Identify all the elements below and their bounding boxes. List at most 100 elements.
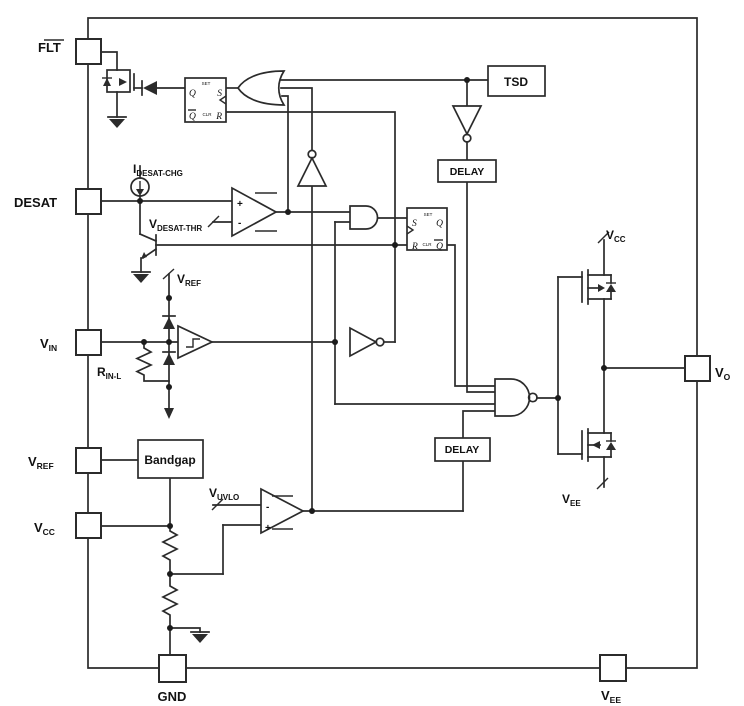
pin-vcc (75, 512, 102, 539)
bandgap-label: Bandgap (144, 453, 195, 467)
label-rinl: RIN-L (97, 365, 121, 381)
junction-dot (141, 339, 147, 345)
latch2-set-label: SET (424, 212, 433, 217)
package-pins (75, 38, 711, 683)
body-diode-icon (606, 442, 616, 450)
vin-clamps (162, 268, 176, 419)
body-diode-icon (606, 284, 616, 292)
fault-mosfet (102, 69, 135, 128)
ground-icon (109, 119, 125, 128)
desat-current-source (130, 177, 150, 197)
delay-top-label: DELAY (450, 166, 485, 178)
gate-diode (141, 80, 157, 96)
vcc-switch-icon (597, 231, 610, 244)
pin-label-vo: VO (715, 365, 731, 382)
latch2-clr-label: CLR (422, 242, 432, 247)
latch2-s-label: S (412, 219, 417, 229)
junction-dot (137, 198, 143, 204)
resistor-divider-bottom (161, 573, 179, 629)
comparator-body (260, 487, 305, 535)
wire (280, 87, 313, 151)
latch1-r-label: R (215, 112, 222, 122)
latch2-r-label: R (411, 242, 418, 252)
uvlo-inverter (296, 149, 328, 187)
mosfet-arrow-icon (598, 284, 605, 292)
wire (462, 410, 496, 439)
uvlo-comp-plus: + (265, 523, 271, 534)
input-schmitt-buffer (177, 324, 214, 360)
nand-bubble-icon (527, 392, 538, 403)
pin-label-vin: VIN (40, 336, 57, 353)
pin-flt (75, 38, 102, 65)
pin-label-vcc: VCC (34, 520, 55, 537)
pin-desat (75, 188, 102, 215)
pin-vee (599, 654, 627, 682)
delay-block-top (437, 159, 497, 183)
comparator-body (231, 186, 278, 238)
threshold-switch-icon (207, 215, 220, 228)
and-gate (349, 205, 379, 230)
delay-block-bottom (434, 437, 491, 462)
tsd-label: TSD (504, 75, 528, 89)
pin-label-gnd: GND (158, 689, 187, 704)
mosfet-arrow-icon (119, 78, 127, 86)
mosfet-arrow-icon (592, 441, 600, 449)
blanking-bjt (131, 234, 157, 283)
current-arrow-icon (136, 189, 144, 196)
delay-bottom-label: DELAY (445, 444, 480, 456)
latch2-body (406, 207, 448, 251)
latch1-set-label: SET (202, 81, 211, 86)
inverter-down (451, 105, 483, 136)
inverter-bubble-icon (375, 337, 385, 347)
schmitt-body (177, 324, 214, 360)
nand-body (494, 378, 531, 417)
ground-icon (192, 634, 208, 643)
vref-switch-icon (162, 268, 175, 280)
junction-dot (166, 295, 172, 301)
output-nand (494, 378, 538, 417)
junction-dot (464, 77, 470, 83)
negative-rail-arrow-icon (164, 408, 174, 419)
uvlo-comparator (211, 487, 305, 535)
latch2-clock-icon (406, 225, 415, 235)
junction-dot (392, 242, 398, 248)
junction-dots (137, 77, 607, 631)
desat-comp-plus: + (237, 199, 243, 210)
wire-delay-to-nand (466, 181, 496, 393)
clamp-diode-icon (163, 353, 175, 365)
or-gate (236, 70, 286, 106)
junction-dot (601, 365, 607, 371)
pin-gnd (158, 654, 187, 683)
latch1-clock-icon (218, 95, 227, 105)
wires (100, 51, 686, 656)
inverter-body (349, 326, 378, 358)
latch2-q-label: Q (436, 219, 443, 229)
pin-vo (684, 355, 711, 382)
rail-label-vref: VREF (177, 272, 201, 288)
resistor-divider-top (161, 525, 179, 575)
junction-dot (309, 508, 315, 514)
latch1-s-label: S (217, 89, 222, 99)
bandgap-block (137, 439, 204, 479)
pin-label-flt: FLT (38, 40, 61, 55)
pin-label-desat: DESAT (14, 195, 57, 210)
tsd-inverter (451, 105, 483, 143)
diode-icon (143, 81, 157, 95)
input-inverter (349, 326, 385, 358)
pin-vref (75, 447, 102, 474)
vee-switch-icon (596, 477, 609, 490)
wire (281, 95, 289, 213)
body-diode-icon (103, 78, 111, 86)
pin-vin (75, 329, 102, 356)
fault-latch (184, 77, 227, 123)
desat-comparator (207, 186, 278, 238)
junction-dot (166, 339, 172, 345)
junction-dot (167, 625, 173, 631)
junction-dot (555, 395, 561, 401)
junction-dot (167, 523, 173, 529)
inverter-bubble-icon (462, 133, 472, 143)
label-vuvlo: VUVLO (209, 486, 239, 502)
pin-label-vref: VREF (28, 454, 54, 471)
latch1-q-label: Q (189, 89, 196, 99)
mosfet-body (106, 69, 131, 93)
